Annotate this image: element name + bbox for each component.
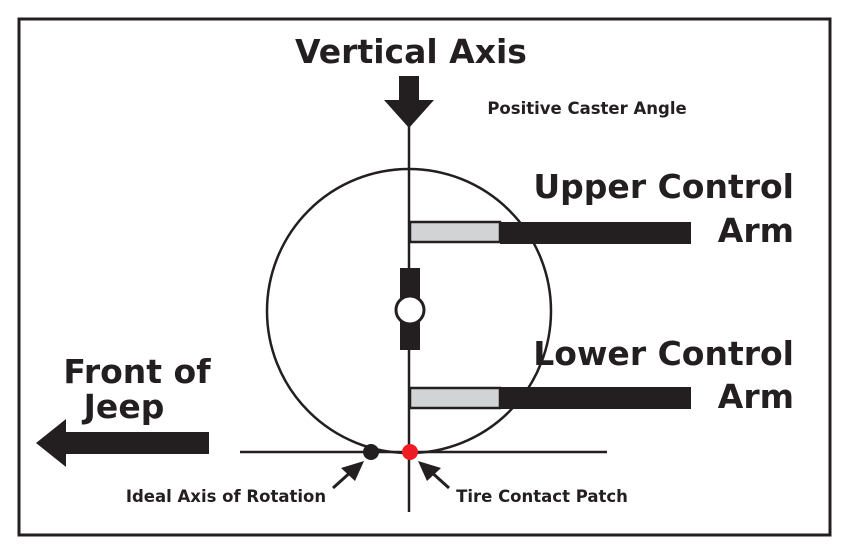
upper-control-arm-label-line2: Arm	[718, 211, 794, 250]
upper-control-arm-label-line1: Upper Control	[533, 167, 794, 206]
tire-contact-pointer-arrow	[418, 461, 451, 490]
front-of-jeep-arrow	[36, 419, 209, 467]
upper-control-arm-mount	[408, 220, 502, 244]
lower-control-arm-bar	[500, 387, 691, 409]
hub-circle	[394, 294, 426, 326]
ideal-axis-point	[363, 444, 379, 460]
upper-control-arm-bar	[500, 222, 691, 244]
lower-control-arm-label-line1: Lower Control	[533, 334, 794, 373]
front-of-jeep-label-line1: Front of	[63, 352, 211, 391]
lower-control-arm-mount	[408, 386, 502, 410]
tire-contact-patch-point	[402, 444, 418, 460]
vertical-axis-label: Vertical Axis	[295, 32, 527, 71]
tire-contact-patch-label: Tire Contact Patch	[456, 487, 628, 506]
ideal-axis-pointer-arrow	[331, 461, 364, 490]
diagram-frame	[17, 17, 832, 537]
ideal-axis-of-rotation-label: Ideal Axis of Rotation	[126, 487, 326, 506]
positive-caster-angle-label: Positive Caster Angle	[487, 99, 686, 118]
lower-control-arm-label-line2: Arm	[718, 377, 794, 416]
front-of-jeep-label-line2: Jeep	[82, 387, 165, 426]
vertical-axis-arrow	[384, 76, 434, 128]
